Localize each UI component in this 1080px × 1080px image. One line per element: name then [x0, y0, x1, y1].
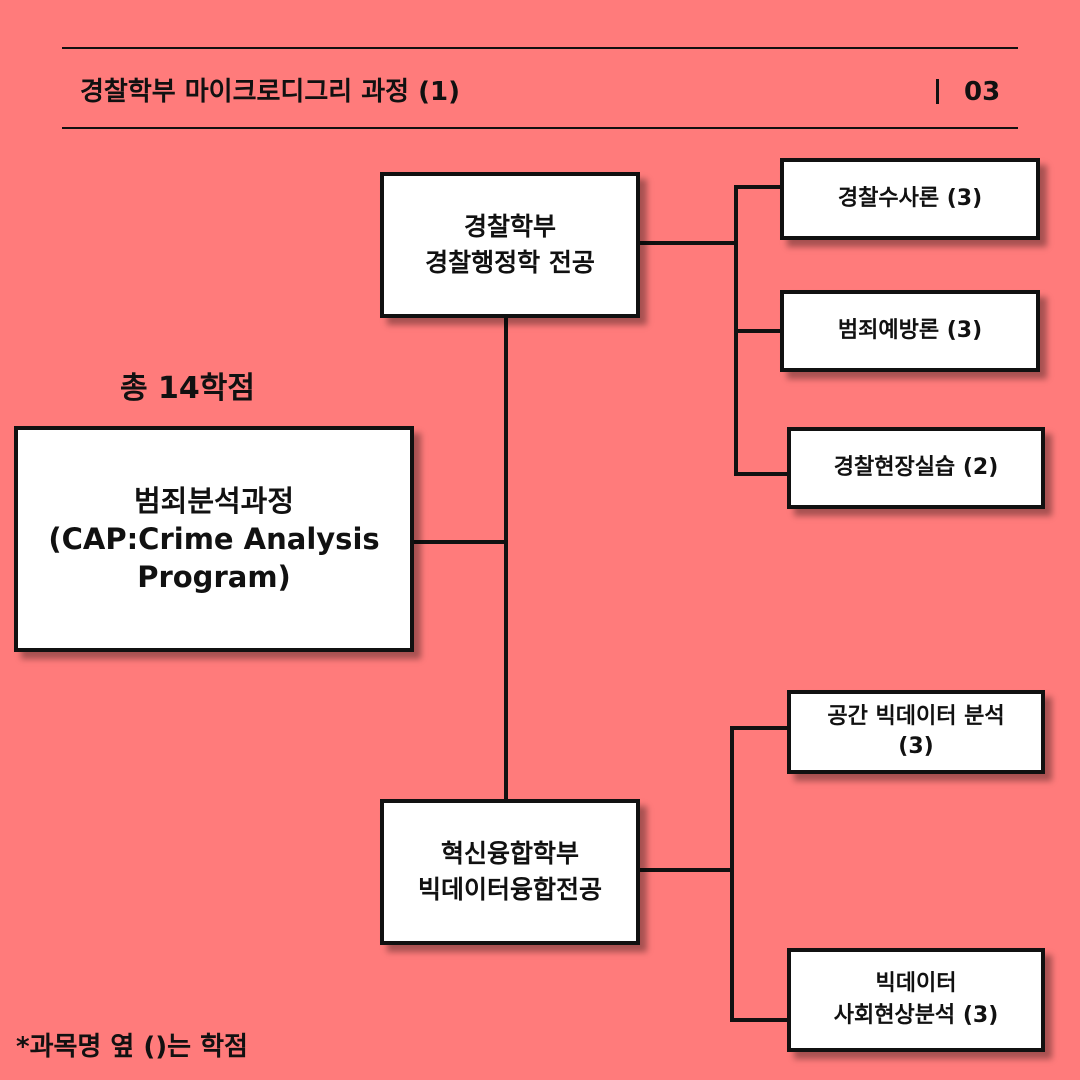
bigdata-major-box: 혁신융합학부 빅데이터융합전공 [380, 799, 640, 945]
course-label: 경찰현장실습 (2) [833, 455, 999, 480]
course-box-field-practice: 경찰현장실습 (2) [787, 427, 1045, 509]
main-program-line2: (CAP:Crime Analysis [48, 522, 380, 556]
header-top-rule [62, 47, 1018, 49]
main-program-line1: 범죄분석과정 [133, 484, 295, 518]
footnote: *과목명 옆 ()는 학점 [16, 1032, 248, 1062]
course-box-spatial-bigdata: 공간 빅데이터 분석 (3) [787, 690, 1045, 774]
course-label: 범죄예방론 (3) [837, 318, 983, 343]
course-box-criminal-investigation: 경찰수사론 (3) [780, 158, 1040, 240]
page-number: 03 [964, 77, 1001, 107]
police-major-line1: 경찰학부 [463, 212, 556, 241]
course-box-crime-prevention: 범죄예방론 (3) [780, 290, 1040, 372]
course-label: 공간 빅데이터 분석 [827, 704, 1005, 729]
main-program-line3: Program) [137, 560, 291, 594]
header-bottom-rule [62, 127, 1018, 129]
course-box-bigdata-social: 빅데이터 사회현상분석 (3) [787, 948, 1045, 1052]
total-credits: 총 14학점 [120, 371, 255, 406]
course-label: 빅데이터 [875, 971, 957, 996]
course-label-2: 사회현상분석 (3) [833, 1003, 999, 1028]
bigdata-major-line2: 빅데이터융합전공 [417, 875, 602, 904]
course-label: 경찰수사론 (3) [837, 186, 983, 211]
header-separator [936, 79, 939, 104]
main-program-box: 범죄분석과정 (CAP:Crime Analysis Program) [14, 426, 414, 652]
police-major-box: 경찰학부 경찰행정학 전공 [380, 172, 640, 318]
course-credit: (3) [898, 734, 934, 759]
bigdata-major-line1: 혁신융합학부 [440, 839, 579, 868]
header-title: 경찰학부 마이크로디그리 과정 (1) [80, 77, 460, 107]
police-major-line2: 경찰행정학 전공 [425, 248, 595, 277]
